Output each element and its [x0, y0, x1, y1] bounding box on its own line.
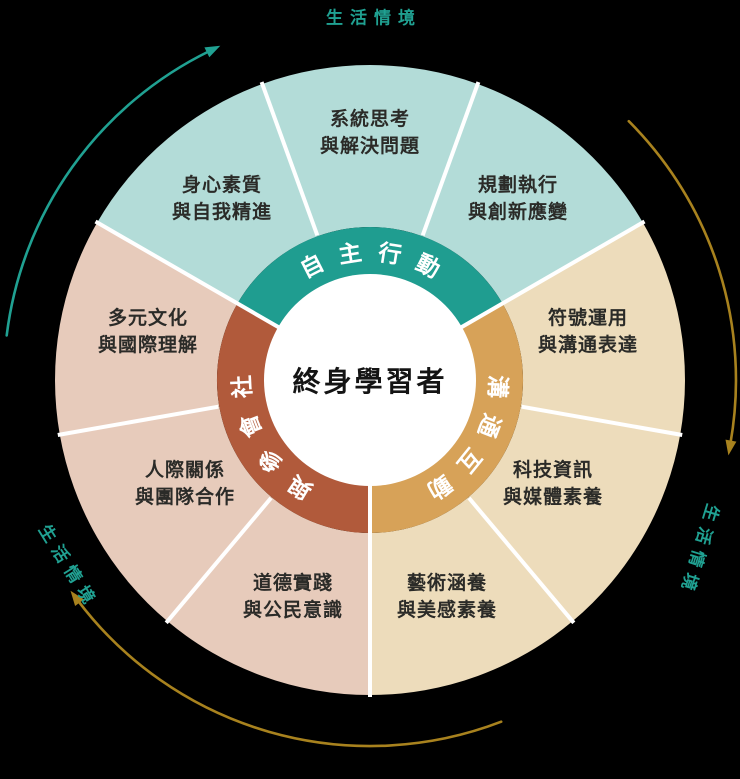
label-moral-citizenship: 道德實踐 與公民意識 [243, 570, 343, 624]
ring-segment-d1-s2 [370, 497, 573, 695]
segment-divider [467, 496, 576, 625]
segment-divider [420, 81, 481, 236]
ring-segment-d0-s0 [97, 84, 318, 304]
segment-dividers [57, 81, 683, 697]
label-multicultural-international: 多元文化 與國際理解 [98, 305, 198, 359]
label-line: 多元文化 [107, 308, 189, 329]
outer-arc-arrows [5, 45, 738, 748]
label-line: 與公民意識 [242, 600, 344, 621]
label-line: 與創新應變 [467, 202, 569, 223]
label-line: 道德實踐 [252, 573, 334, 594]
ring-segment-d1-s0 [502, 222, 685, 435]
label-line: 與自我精進 [171, 202, 273, 223]
label-line: 規劃執行 [477, 175, 559, 196]
label-line: 藝術涵養 [406, 573, 488, 594]
ring-segment-d2-s0 [167, 497, 370, 695]
arc-arrow-right-head [725, 439, 737, 456]
domain-band-char: 溝 [484, 375, 511, 399]
ring-segment-d0-s2 [422, 84, 643, 304]
segment-divider [455, 219, 646, 332]
label-physical-mental-wellness: 身心素質 與自我精進 [172, 172, 272, 226]
label-line: 與解決問題 [319, 136, 421, 157]
label-systems-thinking: 系統思考 與解決問題 [320, 106, 420, 160]
arc-arrow-bottom [76, 599, 503, 748]
ring-segment-d1-s1 [468, 406, 681, 622]
center-title: 終身學習者 [292, 366, 448, 397]
label-line: 科技資訊 [512, 460, 594, 481]
center-circle [264, 274, 476, 486]
label-planning-innovation: 規劃執行 與創新應變 [468, 172, 568, 226]
domain-band-char: 社 [229, 375, 256, 399]
label-line: 與美感素養 [396, 600, 498, 621]
ring-segment-d2-s1 [59, 406, 272, 622]
arc-arrow-top-left [5, 49, 211, 337]
label-semiotics-expression: 符號運用 與溝通表達 [538, 305, 638, 359]
segment-divider [259, 81, 320, 236]
ring-segment-d2-s2 [55, 222, 238, 435]
arc-arrow-right [627, 119, 738, 445]
domain-band-char: 行 [376, 239, 404, 268]
segment-divider [164, 496, 273, 625]
label-line: 與國際理解 [97, 335, 199, 356]
label-technology-media-literacy: 科技資訊 與媒體素養 [503, 457, 603, 511]
arc-arrow-bottom-head [70, 590, 84, 606]
outer-ring-segments [55, 65, 685, 695]
context-label-top: 生活情境 [326, 8, 422, 28]
label-line: 與團隊合作 [134, 487, 236, 508]
label-interpersonal-teamwork: 人際關係 與團隊合作 [135, 457, 235, 511]
segment-divider [57, 404, 219, 437]
label-arts-aesthetics: 藝術涵養 與美感素養 [397, 570, 497, 624]
ring-segment-d0-s1 [262, 65, 478, 237]
label-line: 系統思考 [329, 109, 411, 130]
label-line: 身心素質 [181, 175, 263, 196]
label-line: 符號運用 [547, 308, 629, 329]
domain-band-d1 [370, 303, 523, 533]
label-line: 與媒體素養 [502, 487, 604, 508]
domain-band-char: 主 [337, 239, 364, 268]
label-line: 與溝通表達 [537, 335, 639, 356]
domain-band-d0 [237, 227, 503, 328]
domain-band-d2 [217, 303, 370, 533]
segment-divider [521, 404, 683, 437]
label-line: 人際關係 [144, 460, 226, 481]
arc-arrow-top-left-head [204, 45, 221, 58]
domain-bands [217, 227, 523, 533]
segment-divider [94, 219, 285, 332]
